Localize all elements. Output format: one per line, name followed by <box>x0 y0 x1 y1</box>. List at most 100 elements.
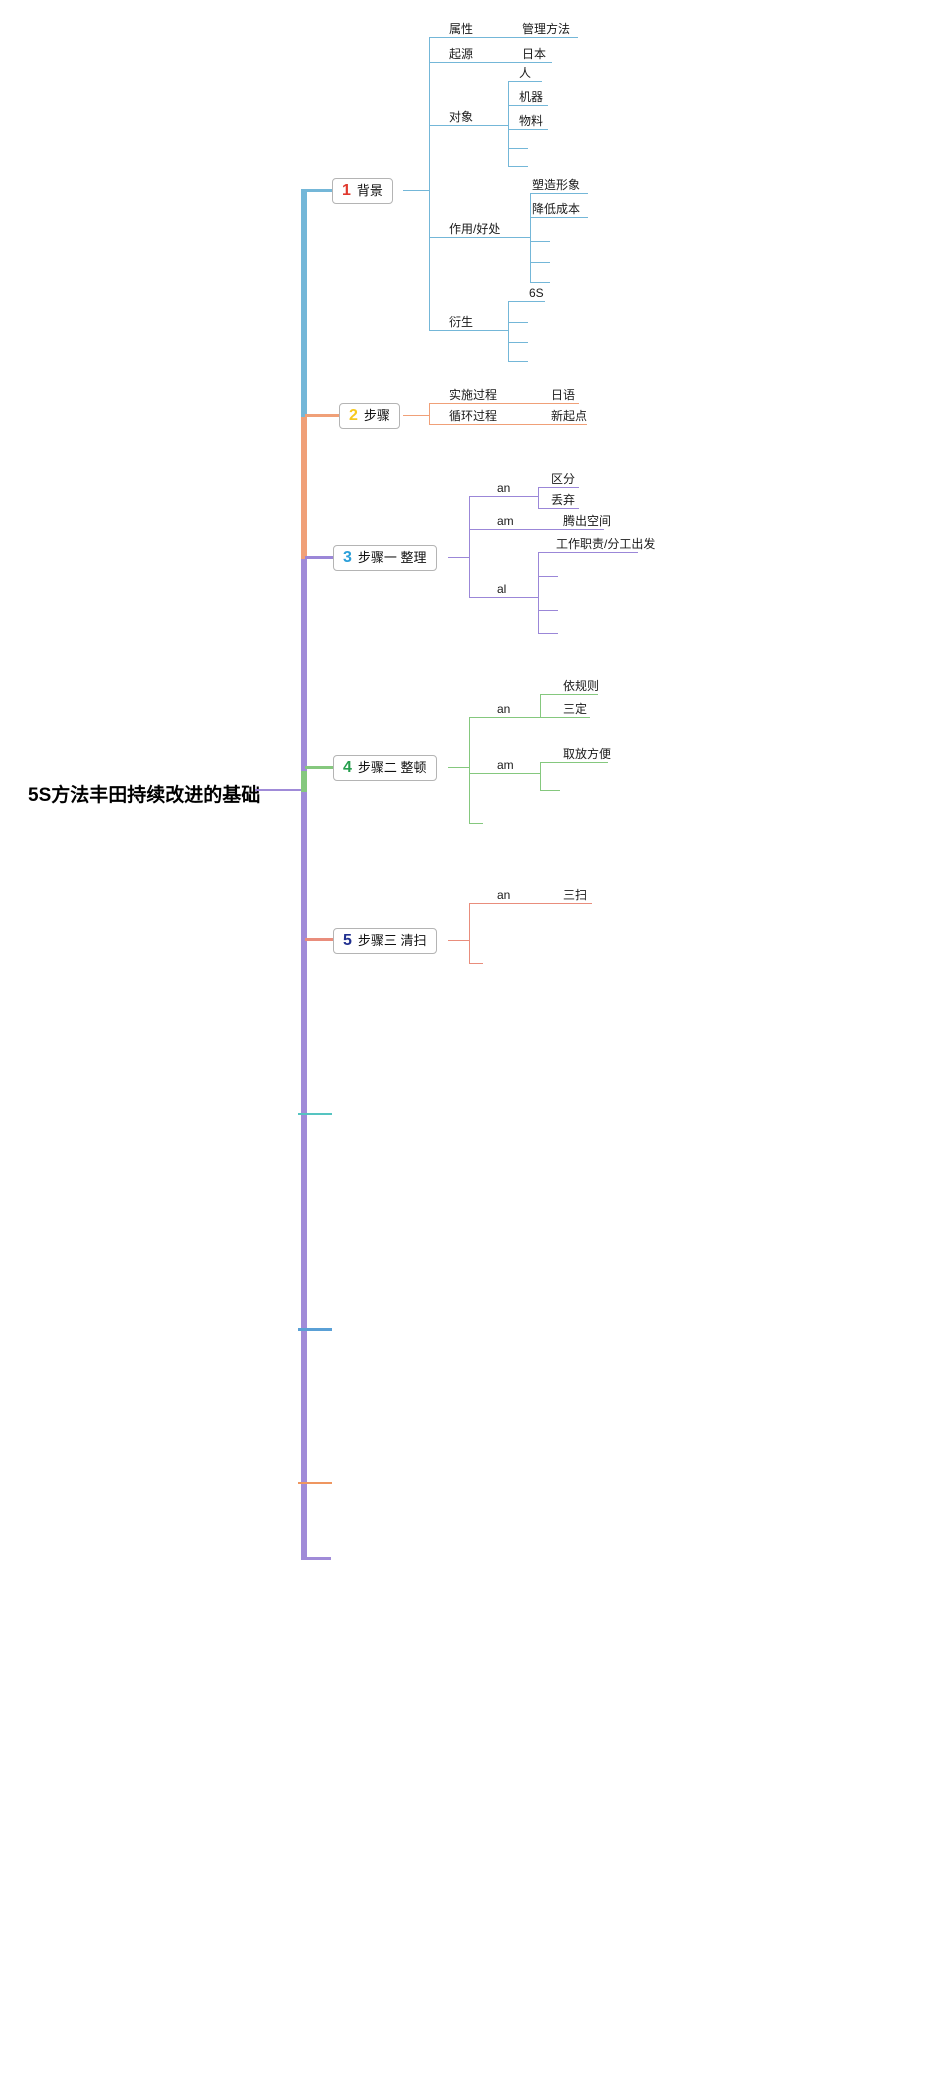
connector <box>469 597 538 598</box>
topic-box-background[interactable]: 1 背景 <box>332 178 393 204</box>
connector <box>540 903 592 904</box>
empty-node-stub[interactable] <box>508 361 528 362</box>
topic-label: 步骤 <box>363 408 390 423</box>
branch4-trunk-connector <box>305 766 334 769</box>
subtopic-an[interactable]: an <box>497 888 511 902</box>
connector <box>538 487 579 488</box>
subtopic-an[interactable]: an <box>497 481 511 495</box>
subtopic-am[interactable]: am <box>497 514 514 528</box>
subtopic-derive[interactable]: 衍生 <box>449 315 474 329</box>
connector <box>538 508 579 509</box>
topic-label: 背景 <box>356 183 383 198</box>
connector <box>429 62 552 63</box>
subtopic-cycle-child[interactable]: 新起点 <box>551 409 588 423</box>
empty-node-stub[interactable] <box>508 322 528 323</box>
empty-node-stub[interactable] <box>508 166 528 167</box>
subtopic-attr-child[interactable]: 管理方法 <box>522 22 571 36</box>
branch3-spine <box>469 496 470 598</box>
connector <box>508 129 548 130</box>
subtopic-al[interactable]: al <box>497 582 507 596</box>
connector <box>429 237 530 238</box>
subtopic-impl-child[interactable]: 日语 <box>551 388 576 402</box>
branch1-derive-spine <box>508 301 509 361</box>
trunk-segment-orange <box>301 417 307 559</box>
branch4-spine <box>469 717 470 824</box>
subtopic-an-child[interactable]: 丢弃 <box>551 493 576 507</box>
connector <box>530 193 588 194</box>
branch1-spine <box>429 37 430 331</box>
topic-number: 4 <box>343 759 352 776</box>
subtopic-target-child[interactable]: 人 <box>519 66 532 80</box>
subtopic-benefit[interactable]: 作用/好处 <box>449 222 501 236</box>
empty-node-stub[interactable] <box>538 576 558 577</box>
branch3-trunk-connector <box>305 556 334 559</box>
subtopic-attr[interactable]: 属性 <box>449 22 474 36</box>
empty-node-stub[interactable] <box>540 790 560 791</box>
empty-node-stub[interactable] <box>530 262 550 263</box>
stub-branch-teal[interactable] <box>298 1113 332 1115</box>
topic-label: 步骤一 整理 <box>357 550 427 565</box>
stub-branch-purple[interactable] <box>301 1557 331 1560</box>
root-topic[interactable]: 5S方法丰田持续改进的基础 <box>28 785 261 806</box>
empty-node-stub[interactable] <box>508 148 528 149</box>
connector <box>508 105 548 106</box>
branch5-spine <box>469 903 470 964</box>
connector <box>429 125 508 126</box>
topic-box-step2-order[interactable]: 4 步骤二 整顿 <box>333 755 437 781</box>
connector <box>540 694 598 695</box>
branch3-box-connector <box>448 557 469 558</box>
subtopic-origin-child[interactable]: 日本 <box>522 47 547 61</box>
subtopic-an-child[interactable]: 区分 <box>551 472 576 486</box>
subtopic-al-child[interactable]: 工作职责/分工出发 <box>556 537 656 551</box>
connector <box>469 529 604 530</box>
subtopic-an-child[interactable]: 三定 <box>563 702 588 716</box>
topic-number: 3 <box>343 549 352 566</box>
empty-node-stub[interactable] <box>530 241 550 242</box>
branch1-target-spine <box>508 81 509 167</box>
subtopic-cycle[interactable]: 循环过程 <box>449 409 498 423</box>
connector <box>469 717 540 718</box>
empty-node-stub[interactable] <box>538 610 558 611</box>
topic-label: 步骤二 整顿 <box>357 760 427 775</box>
subtopic-an-child[interactable]: 依规则 <box>563 679 600 693</box>
connector <box>540 717 590 718</box>
topic-number: 2 <box>349 407 358 424</box>
subtopic-am[interactable]: am <box>497 758 514 772</box>
connector <box>530 217 588 218</box>
subtopic-derive-child[interactable]: 6S <box>529 286 544 300</box>
connector <box>429 330 508 331</box>
empty-node-stub[interactable] <box>469 823 483 824</box>
branch4-box-connector <box>448 767 469 768</box>
subtopic-origin[interactable]: 起源 <box>449 47 474 61</box>
topic-box-step1-sort[interactable]: 3 步骤一 整理 <box>333 545 437 571</box>
stub-branch-blue[interactable] <box>298 1328 332 1331</box>
subtopic-an-child[interactable]: 三扫 <box>563 888 588 902</box>
subtopic-target-child[interactable]: 物料 <box>519 114 544 128</box>
subtopic-benefit-child[interactable]: 塑造形象 <box>532 178 581 192</box>
branch1-trunk-connector <box>305 189 333 192</box>
connector <box>538 552 638 553</box>
empty-node-stub[interactable] <box>538 633 558 634</box>
subtopic-target-child[interactable]: 机器 <box>519 90 544 104</box>
branch5-trunk-connector <box>305 938 334 941</box>
branch4-am-spine <box>540 762 541 791</box>
empty-node-stub[interactable] <box>530 282 550 283</box>
branch2-trunk-connector <box>305 414 340 417</box>
subtopic-am-child[interactable]: 取放方便 <box>563 747 612 761</box>
branch3-an-spine <box>538 487 539 509</box>
stub-branch-orange[interactable] <box>298 1482 332 1484</box>
empty-node-stub[interactable] <box>508 342 528 343</box>
trunk-segment-green <box>301 771 307 792</box>
trunk-segment-blue <box>301 189 307 417</box>
subtopic-target[interactable]: 对象 <box>449 110 474 124</box>
topic-box-step3-shine[interactable]: 5 步骤三 清扫 <box>333 928 437 954</box>
topic-number: 1 <box>342 182 351 199</box>
connector <box>540 762 608 763</box>
subtopic-benefit-child[interactable]: 降低成本 <box>532 202 581 216</box>
branch5-box-connector <box>448 940 469 941</box>
subtopic-an[interactable]: an <box>497 702 511 716</box>
subtopic-impl[interactable]: 实施过程 <box>449 388 498 402</box>
subtopic-am-child[interactable]: 腾出空间 <box>563 514 612 528</box>
empty-node-stub[interactable] <box>469 963 483 964</box>
topic-box-steps[interactable]: 2 步骤 <box>339 403 400 429</box>
